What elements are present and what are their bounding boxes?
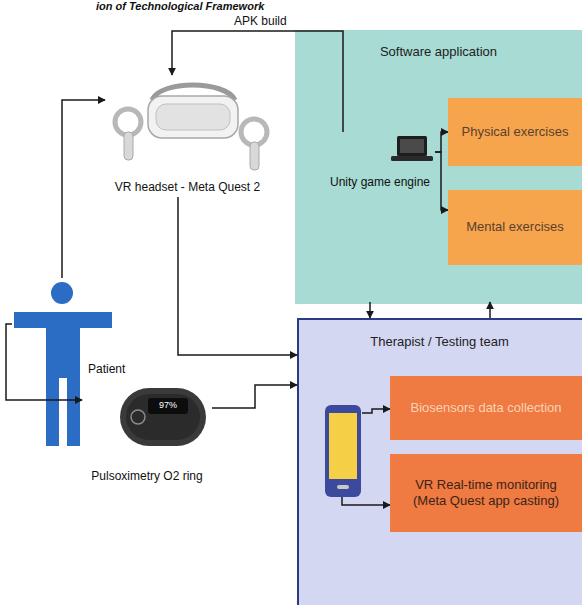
group-panel: Biosensors data collection VR Real-time m…: [297, 318, 582, 605]
process-box: Biosensors data collection: [390, 376, 582, 440]
node-text: Therapist / Testing team: [370, 334, 509, 350]
vr-headset-picture: [115, 85, 267, 170]
process-box: Physical exercises: [448, 98, 582, 166]
arrow-connector: [342, 497, 390, 505]
node-text: Biosensors data collection: [410, 400, 561, 416]
laptop-icon: [391, 136, 433, 161]
actor-node: Patient: [12, 278, 137, 448]
node-text: Pulsoximetry O2 ring: [91, 469, 202, 484]
node-text: Unity game engine: [330, 175, 430, 190]
process-box: VR Real-time monitoring (Meta Quest app …: [390, 454, 582, 532]
display-reading: 97%: [148, 400, 188, 411]
node-text: Patient: [88, 362, 125, 377]
arrow-connector: [435, 132, 448, 152]
arrow-connector: [178, 197, 297, 355]
node-text: Software application: [380, 44, 497, 60]
group-panel: Unity game engine Physical exercisesMenta…: [295, 30, 582, 302]
arrow-connector: [362, 409, 390, 413]
oximeter-ring-picture: [120, 388, 206, 446]
arrow-connector: [489, 302, 491, 318]
phone-icon: [325, 405, 361, 497]
device-node: VR headset - Meta Quest 2: [105, 75, 270, 197]
panel-fill: [298, 319, 582, 605]
arrow-connector: [6, 324, 82, 400]
node-text: VR headset - Meta Quest 2: [115, 180, 260, 195]
process-box: Mental exercises: [448, 190, 582, 265]
node-text: Physical exercises: [462, 124, 569, 140]
panel-fill: [295, 30, 582, 304]
arrow-connector: [212, 385, 297, 408]
arrow-connector: [369, 302, 371, 318]
edge-label: APK build: [232, 14, 289, 28]
arrow-connector: [435, 152, 448, 210]
engine-node: Unity game engine: [325, 132, 435, 192]
node-text: Mental exercises: [466, 219, 564, 235]
figure-title: ion of Technological Framework: [96, 0, 264, 13]
device-node: Pulsoximetry O2 ring: [82, 378, 212, 486]
arrow-connector: [62, 100, 105, 278]
arrow-connector: [172, 31, 343, 132]
node-text: VR Real-time monitoring (Meta Quest app …: [404, 477, 568, 510]
